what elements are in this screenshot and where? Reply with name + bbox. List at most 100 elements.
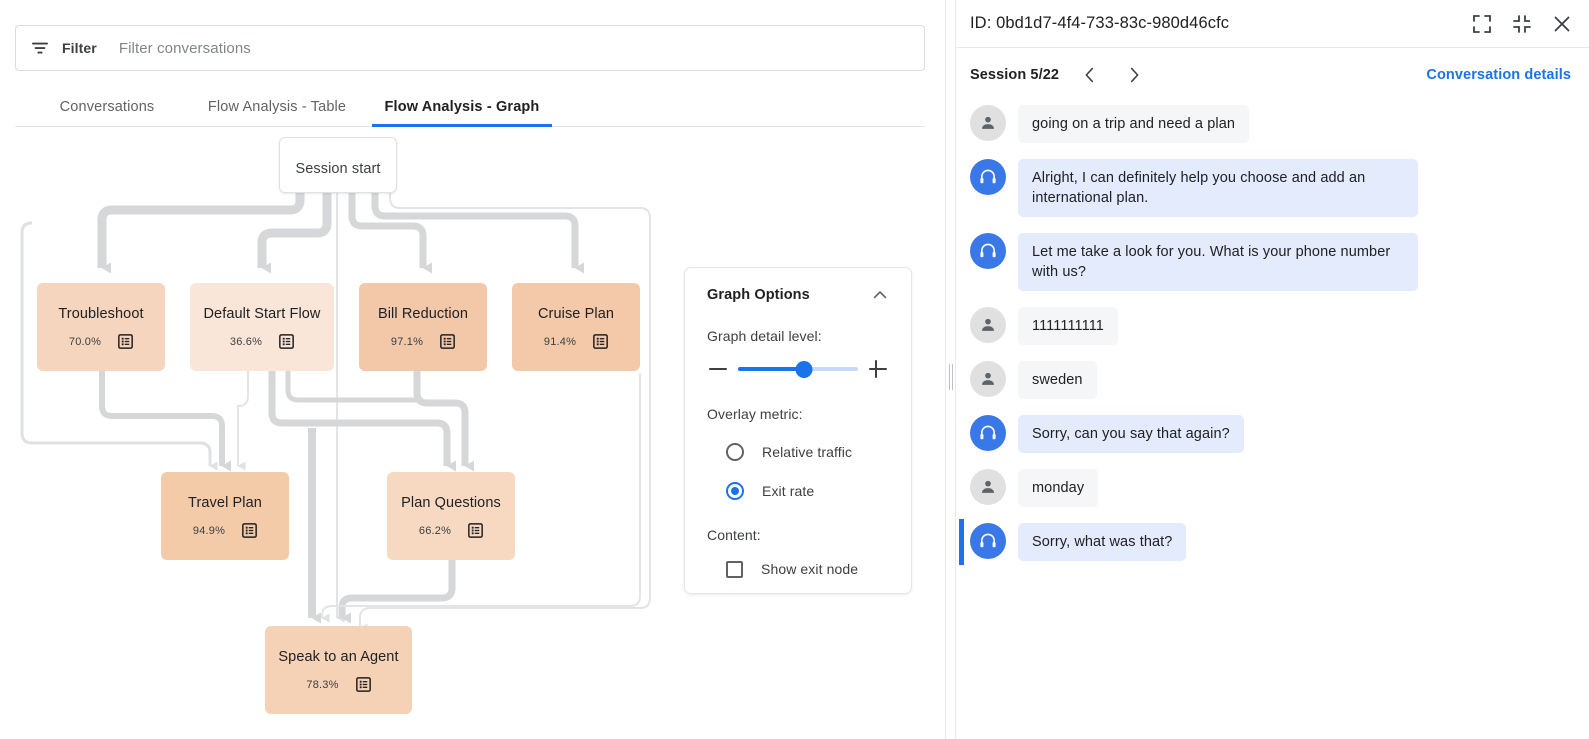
- graph-node-cruise-plan[interactable]: Cruise Plan 91.4%: [512, 283, 640, 371]
- radio-label: Relative traffic: [762, 444, 853, 460]
- detail-level-control: [707, 358, 889, 380]
- list-item: Alright, I can definitely help you choos…: [970, 155, 1589, 221]
- radio-relative-traffic[interactable]: Relative traffic: [726, 436, 889, 468]
- chevron-left-icon[interactable]: [1077, 62, 1103, 88]
- node-metric-row: 70.0%: [69, 334, 133, 349]
- checkbox-show-exit-node[interactable]: Show exit node: [726, 553, 889, 585]
- person-icon: [970, 105, 1006, 141]
- filter-bar[interactable]: Filter Filter conversations: [15, 25, 925, 71]
- node-title: Cruise Plan: [537, 306, 615, 322]
- list-icon[interactable]: [118, 334, 133, 349]
- message-text: going on a trip and need a plan: [1018, 105, 1250, 143]
- graph-node-bill-reduction[interactable]: Bill Reduction 97.1%: [359, 283, 487, 371]
- filter-input[interactable]: Filter conversations: [118, 39, 251, 57]
- message-text: Sorry, what was that?: [1018, 523, 1187, 561]
- filter-label: Filter: [62, 40, 97, 56]
- list-item: Sorry, what was that?: [959, 519, 1589, 565]
- node-title: Session start: [295, 161, 381, 177]
- tab-flow-analysis-table[interactable]: Flow Analysis - Table: [207, 99, 347, 115]
- list-item: Let me take a look for you. What is your…: [970, 229, 1589, 295]
- grip-icon: [949, 364, 954, 390]
- list-icon[interactable]: [440, 334, 455, 349]
- node-title: Plan Questions: [401, 495, 501, 511]
- collapse-icon[interactable]: [1511, 13, 1533, 35]
- node-exit-rate: 97.1%: [390, 335, 424, 348]
- minus-icon[interactable]: [707, 358, 729, 380]
- conversation-details-link[interactable]: Conversation details: [1426, 66, 1571, 83]
- headset-icon: [970, 233, 1006, 269]
- graph-node-speak-to-an-agent[interactable]: Speak to an Agent 78.3%: [265, 626, 412, 714]
- graph-edges: [20, 193, 651, 633]
- node-exit-rate: 91.4%: [543, 335, 577, 348]
- node-title: Troubleshoot: [58, 306, 144, 322]
- node-exit-rate: 94.9%: [192, 524, 226, 537]
- node-title: Travel Plan: [188, 495, 262, 511]
- message-text: monday: [1018, 469, 1099, 507]
- tab-flow-analysis-graph[interactable]: Flow Analysis - Graph: [372, 99, 552, 127]
- node-metric-row: 94.9%: [193, 523, 257, 538]
- graph-node-default-start-flow[interactable]: Default Start Flow 36.6%: [190, 283, 334, 371]
- flow-graph-canvas[interactable]: Session start Troubleshoot 70.0% Default…: [0, 128, 945, 739]
- list-icon[interactable]: [468, 523, 483, 538]
- message-list[interactable]: going on a trip and need a plan Alright,…: [956, 101, 1589, 739]
- node-title: Default Start Flow: [203, 306, 321, 322]
- session-navigation-bar: Session 5/22 Conversation details: [956, 48, 1589, 101]
- node-metric-row: 97.1%: [391, 334, 455, 349]
- filter-icon: [30, 38, 50, 58]
- graph-node-travel-plan[interactable]: Travel Plan 94.9%: [161, 472, 289, 560]
- graph-node-plan-questions[interactable]: Plan Questions 66.2%: [387, 472, 515, 560]
- tab-conversations[interactable]: Conversations: [59, 99, 155, 115]
- headset-icon: [970, 415, 1006, 451]
- chevron-up-icon[interactable]: [871, 286, 889, 304]
- list-item: going on a trip and need a plan: [970, 101, 1589, 147]
- node-exit-rate: 70.0%: [68, 335, 102, 348]
- graph-node-troubleshoot[interactable]: Troubleshoot 70.0%: [37, 283, 165, 371]
- message-text: 1111111111: [1018, 307, 1118, 345]
- message-text: Let me take a look for you. What is your…: [1018, 233, 1418, 291]
- node-metric-row: 36.6%: [230, 334, 294, 349]
- tab-bar: Conversations Flow Analysis - Table Flow…: [15, 88, 925, 127]
- panel-resize-handle[interactable]: [945, 0, 956, 739]
- graph-options-panel: Graph Options Graph detail level: Ove: [684, 267, 912, 594]
- node-exit-rate: 78.3%: [306, 678, 339, 691]
- flow-analysis-pane: Filter Filter conversations Conversation…: [0, 25, 945, 739]
- content-label: Content:: [707, 527, 761, 543]
- node-metric-row: 78.3%: [306, 677, 371, 692]
- list-icon[interactable]: [593, 334, 608, 349]
- list-item: sweden: [970, 357, 1589, 403]
- node-exit-rate: 66.2%: [418, 524, 452, 537]
- plus-icon[interactable]: [867, 358, 889, 380]
- session-counter: Session 5/22: [970, 66, 1060, 83]
- list-item: 1111111111: [970, 303, 1589, 349]
- chevron-right-icon[interactable]: [1121, 62, 1147, 88]
- detail-level-slider[interactable]: [738, 358, 858, 380]
- detail-level-label: Graph detail level:: [707, 328, 822, 344]
- expand-icon[interactable]: [1471, 13, 1493, 35]
- graph-options-header: Graph Options: [707, 286, 889, 304]
- graph-options-title: Graph Options: [707, 287, 810, 303]
- message-text: Alright, I can definitely help you choos…: [1018, 159, 1418, 217]
- radio-label: Exit rate: [762, 483, 815, 499]
- node-title: Bill Reduction: [377, 306, 469, 322]
- person-icon: [970, 361, 1006, 397]
- graph-node-session-start[interactable]: Session start: [279, 137, 397, 193]
- radio-icon: [726, 443, 744, 461]
- message-text: sweden: [1018, 361, 1097, 399]
- node-metric-row: 66.2%: [419, 523, 483, 538]
- message-text: Sorry, can you say that again?: [1018, 415, 1244, 453]
- conversation-pane: ID: 0bd1d7-4f4-733-83c-980d46cfc Session…: [956, 0, 1589, 739]
- conversation-header: ID: 0bd1d7-4f4-733-83c-980d46cfc: [956, 0, 1589, 48]
- list-icon[interactable]: [279, 334, 294, 349]
- checkbox-icon: [726, 560, 743, 578]
- headset-icon: [970, 159, 1006, 195]
- radio-exit-rate[interactable]: Exit rate: [726, 475, 889, 507]
- radio-icon: [726, 482, 744, 500]
- person-icon: [970, 469, 1006, 505]
- list-item: Sorry, can you say that again?: [970, 411, 1589, 457]
- close-icon[interactable]: [1551, 13, 1573, 35]
- node-metric-row: 91.4%: [544, 334, 608, 349]
- list-icon[interactable]: [242, 523, 257, 538]
- overlay-metric-label: Overlay metric:: [707, 406, 803, 422]
- list-icon[interactable]: [355, 677, 371, 692]
